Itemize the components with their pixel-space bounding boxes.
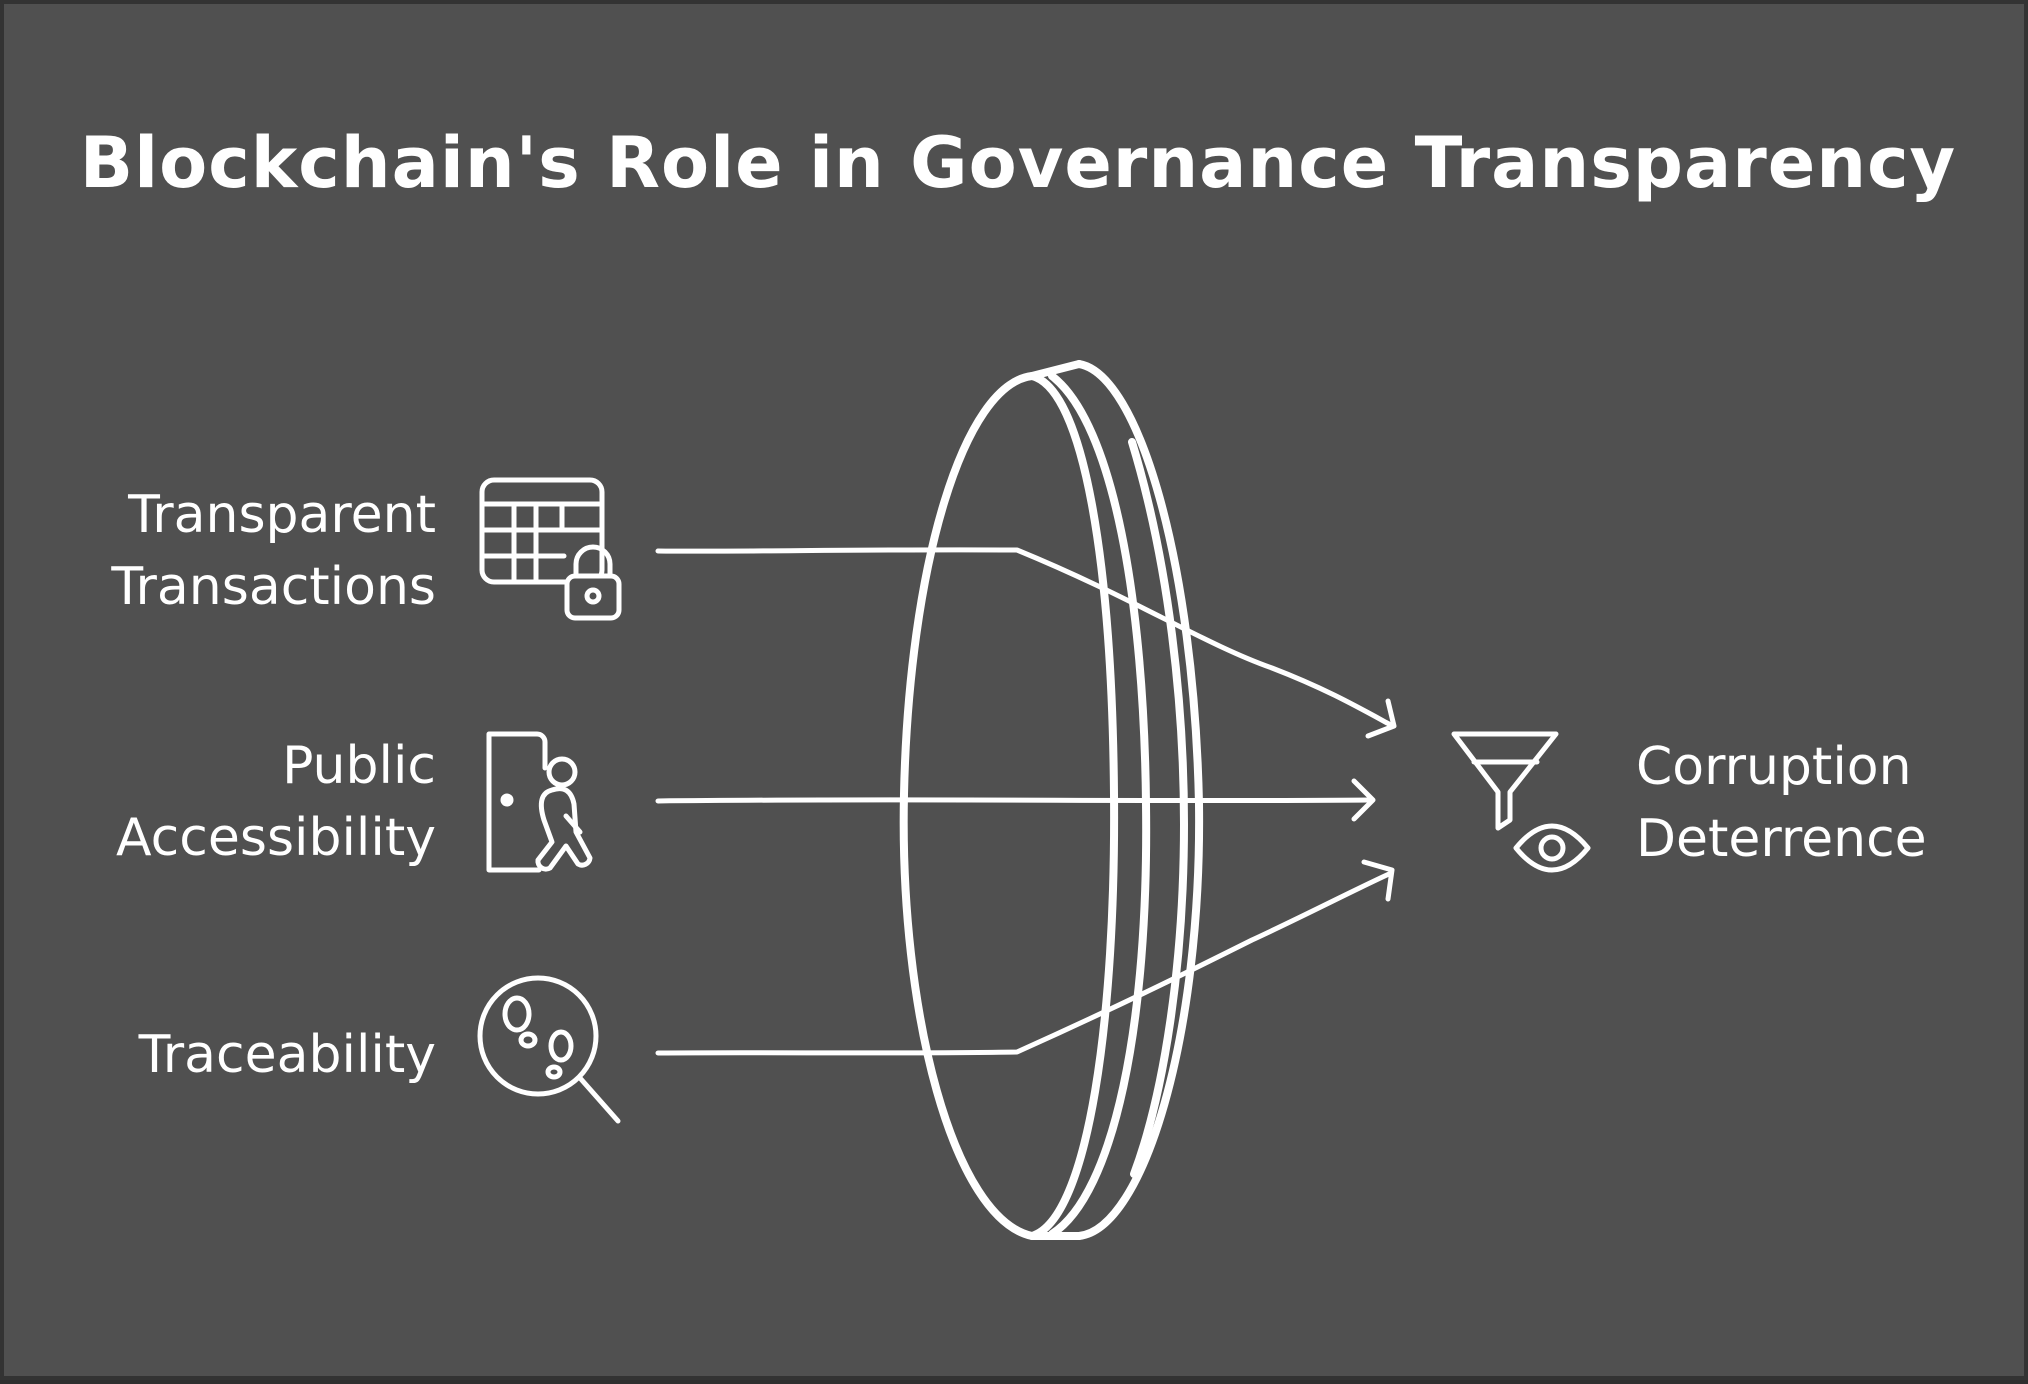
- input-label-public-accessibility: Public Accessibility: [44, 730, 436, 874]
- input-line-public-accessibility: [655, 797, 1372, 804]
- input-line-transparent-transactions: [655, 547, 1392, 727]
- lens-icon: [899, 360, 1204, 1240]
- input-label-line: Traceability: [138, 1025, 436, 1085]
- table-lock-icon: [479, 477, 622, 621]
- arrowhead-top: [1365, 698, 1397, 739]
- input-label-transparent-transactions: Transparent Transactions: [44, 479, 436, 623]
- input-label-line: Transactions: [111, 557, 436, 617]
- output-label-line: Deterrence: [1636, 809, 1927, 869]
- arrowhead-bottom: [1361, 859, 1395, 902]
- diagram-title: Blockchain's Role in Governance Transpar…: [79, 122, 1957, 204]
- output-label-corruption-deterrence: Corruption Deterrence: [1636, 731, 2016, 875]
- input-label-traceability: Traceability: [44, 1019, 436, 1091]
- diagram-art: [477, 360, 1591, 1240]
- arrowhead-middle: [1351, 778, 1376, 822]
- input-line-traceability: [655, 871, 1392, 1056]
- magnifier-footprints-icon: [477, 975, 621, 1124]
- door-person-icon: [486, 731, 593, 873]
- input-label-line: Transparent: [128, 485, 436, 545]
- funnel-eye-icon: [1451, 731, 1591, 873]
- input-label-line: Accessibility: [116, 808, 436, 868]
- output-label-line: Corruption: [1636, 737, 1912, 797]
- input-label-line: Public: [282, 736, 436, 796]
